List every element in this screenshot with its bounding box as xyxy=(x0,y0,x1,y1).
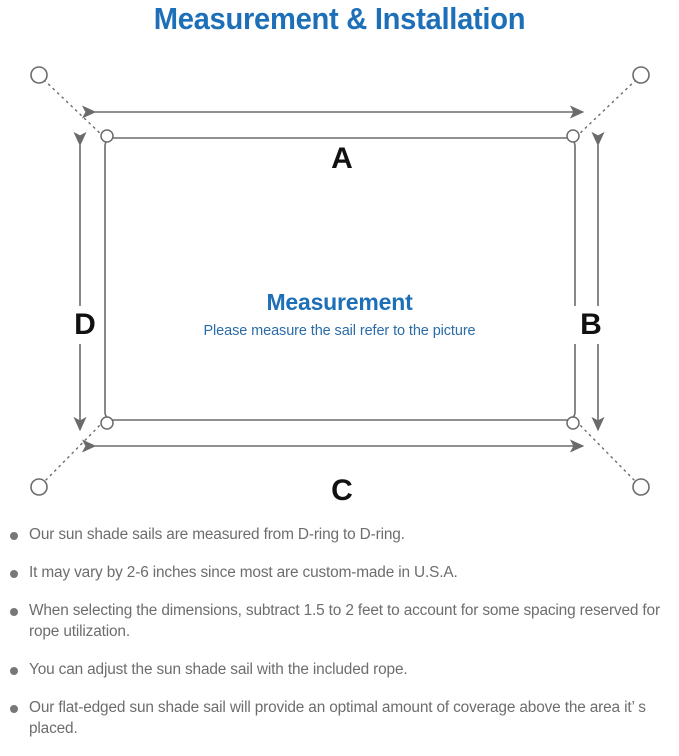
dimension-label-b: B xyxy=(572,306,610,344)
list-item: It may vary by 2-6 inches since most are… xyxy=(10,562,670,583)
sail-rectangle xyxy=(104,137,576,421)
dimension-label-d: D xyxy=(66,306,104,344)
d-ring-bottom-left-icon xyxy=(100,416,114,430)
list-item: Our sun shade sails are measured from D-… xyxy=(10,524,670,545)
rope-line-top-left xyxy=(41,77,105,138)
bullet-dot-icon xyxy=(10,608,18,616)
d-ring-bottom-right-icon xyxy=(566,416,580,430)
page-title: Measurement & Installation xyxy=(153,1,526,36)
list-item-text: You can adjust the sun shade sail with t… xyxy=(29,661,408,678)
bullet-dot-icon xyxy=(10,570,18,578)
notes-list: Our sun shade sails are measured from D-… xyxy=(10,524,670,756)
list-item: Our flat-edged sun shade sail will provi… xyxy=(10,697,670,739)
list-item-text: Our sun shade sails are measured from D-… xyxy=(29,526,405,543)
measurement-diagram: Measurement Please measure the sail refe… xyxy=(0,50,679,520)
d-ring-top-left-icon xyxy=(100,129,114,143)
list-item-text: When selecting the dimensions, subtract … xyxy=(29,602,660,640)
d-ring-top-right-icon xyxy=(566,129,580,143)
bullet-dot-icon xyxy=(10,532,18,540)
dimension-label-a: A xyxy=(318,142,366,176)
anchor-bottom-left-icon xyxy=(30,478,48,496)
rope-line-top-right xyxy=(575,77,639,138)
rope-line-bottom-left xyxy=(41,420,105,485)
list-item: When selecting the dimensions, subtract … xyxy=(10,600,670,642)
list-item: You can adjust the sun shade sail with t… xyxy=(10,659,670,680)
list-item-text: Our flat-edged sun shade sail will provi… xyxy=(29,699,646,737)
dimension-label-c: C xyxy=(318,474,366,508)
anchor-top-right-icon xyxy=(632,66,650,84)
diagram-svg xyxy=(30,66,650,496)
bullet-dot-icon xyxy=(10,705,18,713)
bullet-dot-icon xyxy=(10,667,18,675)
rope-line-bottom-right xyxy=(575,420,639,485)
anchor-top-left-icon xyxy=(30,66,48,84)
list-item-text: It may vary by 2-6 inches since most are… xyxy=(29,564,458,581)
anchor-bottom-right-icon xyxy=(632,478,650,496)
